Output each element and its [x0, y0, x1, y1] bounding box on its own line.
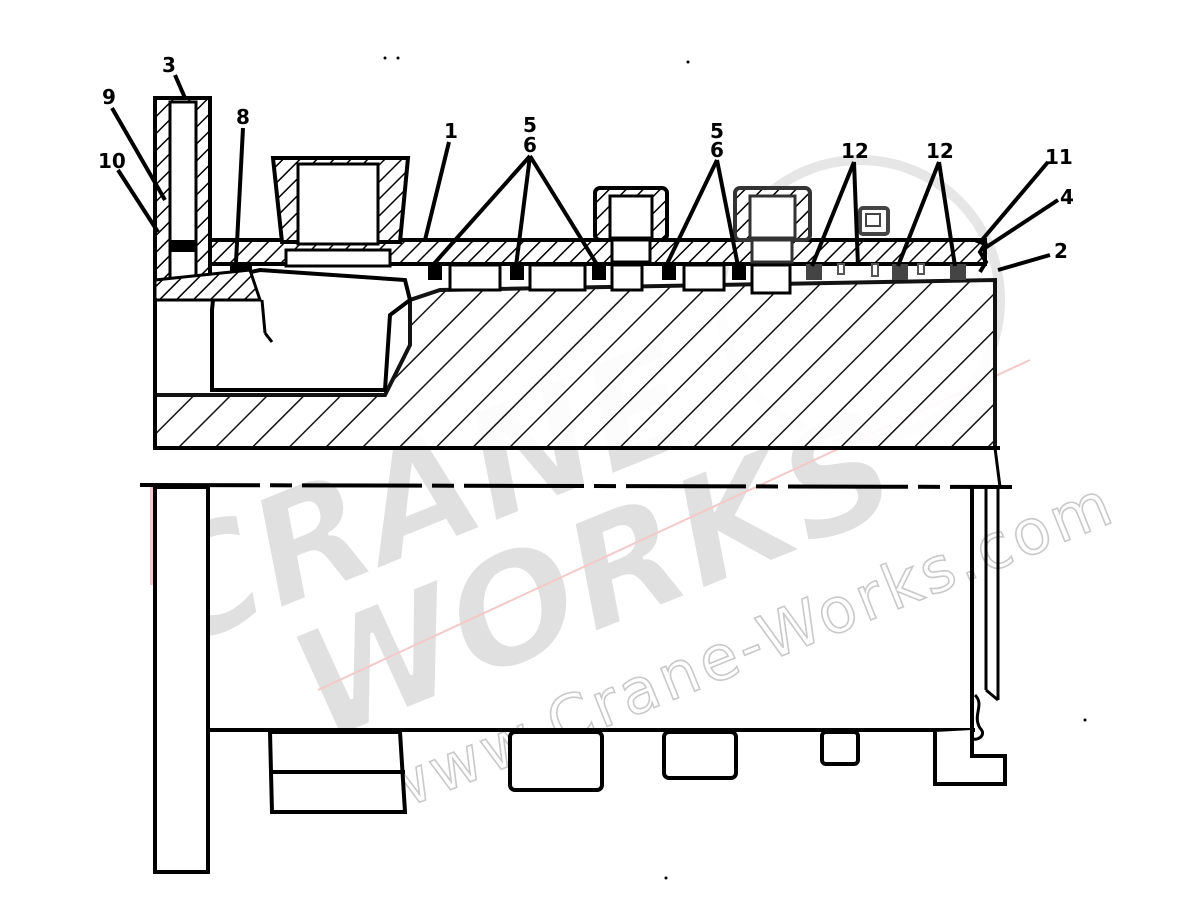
callout-9: 9	[102, 85, 116, 109]
center-line	[139, 483, 1013, 489]
callout-5b: 5	[710, 119, 724, 143]
callout-11: 11	[1045, 145, 1073, 169]
callout-12b: 12	[926, 139, 954, 163]
callout-6a: 6	[523, 133, 537, 157]
callout-2: 2	[1054, 239, 1068, 263]
callout-6b: 6	[710, 138, 724, 162]
callout-12a: 12	[841, 139, 869, 163]
callout-5a: 5	[523, 113, 537, 137]
callout-3: 3	[162, 53, 176, 77]
port-fittings	[270, 156, 890, 268]
leader-lines	[110, 74, 1060, 272]
callout-1: 1	[444, 119, 458, 143]
callout-labels: 3 9 10 8 1 5 6 5 6 12 12 11 4 2	[98, 53, 1074, 263]
callout-4: 4	[1060, 185, 1074, 209]
callout-10: 10	[98, 149, 126, 173]
main-body	[153, 267, 997, 450]
lower-view	[153, 446, 1007, 874]
callout-8: 8	[236, 105, 250, 129]
